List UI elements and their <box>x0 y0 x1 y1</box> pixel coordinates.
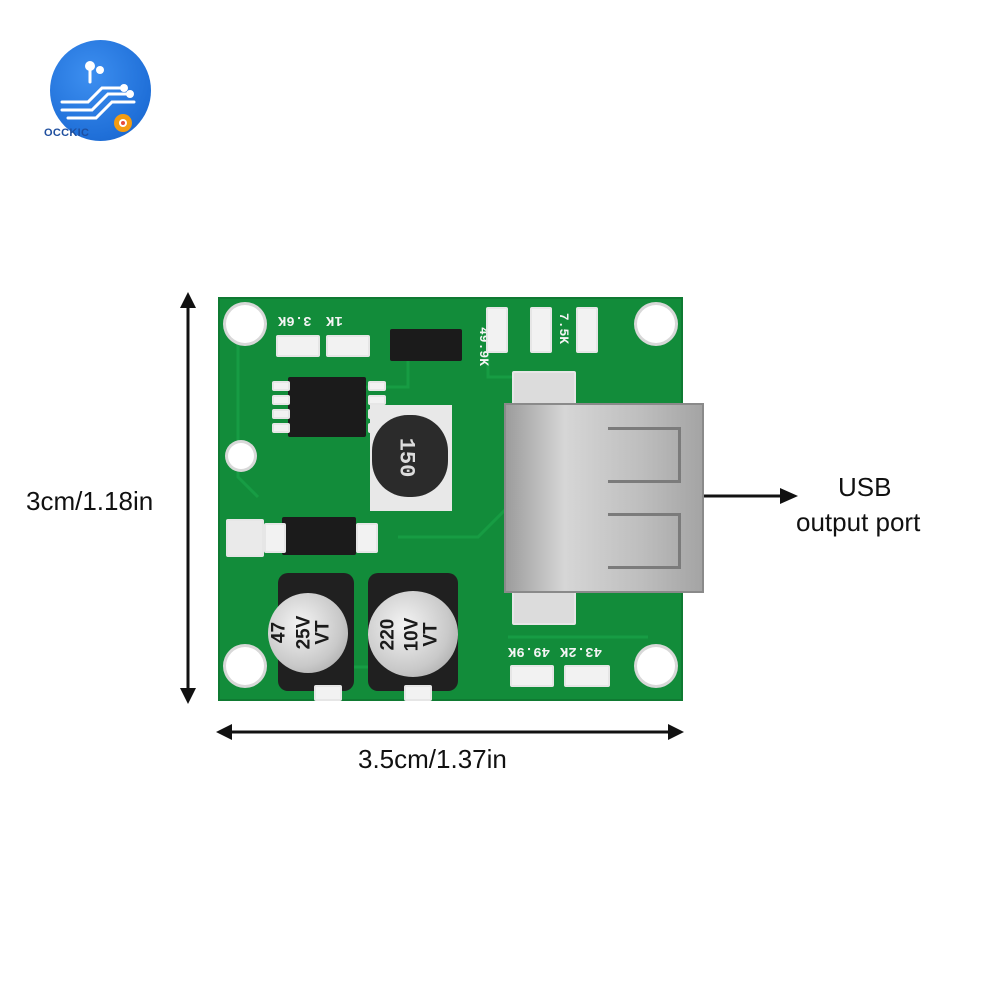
cap-text-2: 10V <box>401 617 423 652</box>
mounting-hole <box>226 647 264 685</box>
diode-top <box>390 329 462 361</box>
ic-pin <box>368 395 386 405</box>
ic-pin <box>272 395 290 405</box>
resistor <box>326 335 370 357</box>
diode-bottom <box>282 517 356 555</box>
mounting-hole <box>637 305 675 343</box>
usb-callout-line1: USB <box>838 472 892 502</box>
diode-pad <box>264 523 286 553</box>
silk-r4: 7.5K <box>556 312 572 345</box>
solder-pad-square <box>226 519 264 557</box>
brand-logo <box>50 40 151 141</box>
width-dimension-arrow <box>216 724 684 740</box>
capacitor-47uf: 47 25V VT <box>268 593 348 673</box>
usb-spring-contact <box>608 427 681 483</box>
inductor: 150 <box>372 415 448 497</box>
silk-r6: 43.2K <box>560 643 603 659</box>
ic-pin <box>272 423 290 433</box>
usb-output-port <box>504 403 704 593</box>
brand-logo-text: OCCKIC <box>44 127 90 139</box>
resistor <box>510 665 554 687</box>
resistor <box>276 335 320 357</box>
usb-spring-contact <box>608 513 681 569</box>
cap-text-3: VT <box>312 620 334 645</box>
capacitor-220uf: 220 10V VT <box>368 591 458 677</box>
height-dimension-arrow <box>180 292 196 704</box>
circuit-icon <box>60 61 136 120</box>
usb-tab <box>512 371 576 407</box>
gear-icon <box>114 114 132 132</box>
mounting-hole <box>637 647 675 685</box>
usb-tab <box>512 587 576 625</box>
silk-r1: 3.6K <box>278 312 312 328</box>
ic-pin <box>272 409 290 419</box>
capacitor-pad <box>404 685 432 701</box>
ic-chip <box>288 377 366 437</box>
usb-callout-arrow <box>700 488 798 504</box>
cap-text-1: 47 <box>268 621 290 644</box>
mounting-hole <box>226 305 264 343</box>
ic-pin <box>368 381 386 391</box>
resistor <box>564 665 610 687</box>
cap-text-3: VT <box>420 622 442 647</box>
diode-pad <box>356 523 378 553</box>
resistor <box>486 307 508 353</box>
silk-r2: 1K <box>326 312 343 328</box>
cap-text-1: 220 <box>377 618 399 651</box>
cap-text-2: 25V <box>293 615 315 650</box>
pcb-board: 3.6K 1K 49.9K 7.5K 150 47 25V VT 220 10V… <box>218 297 704 701</box>
resistor <box>576 307 598 353</box>
silk-inductor: 150 <box>393 437 419 478</box>
capacitor-pad <box>314 685 342 701</box>
height-label: 3cm/1.18in <box>26 486 154 516</box>
capacitor-smd <box>530 307 552 353</box>
ic-pin <box>272 381 290 391</box>
usb-callout-line2: output port <box>796 507 921 537</box>
solder-pad-round <box>228 443 254 469</box>
silk-r5: 49.9K <box>508 643 551 659</box>
width-label: 3.5cm/1.37in <box>358 744 507 774</box>
